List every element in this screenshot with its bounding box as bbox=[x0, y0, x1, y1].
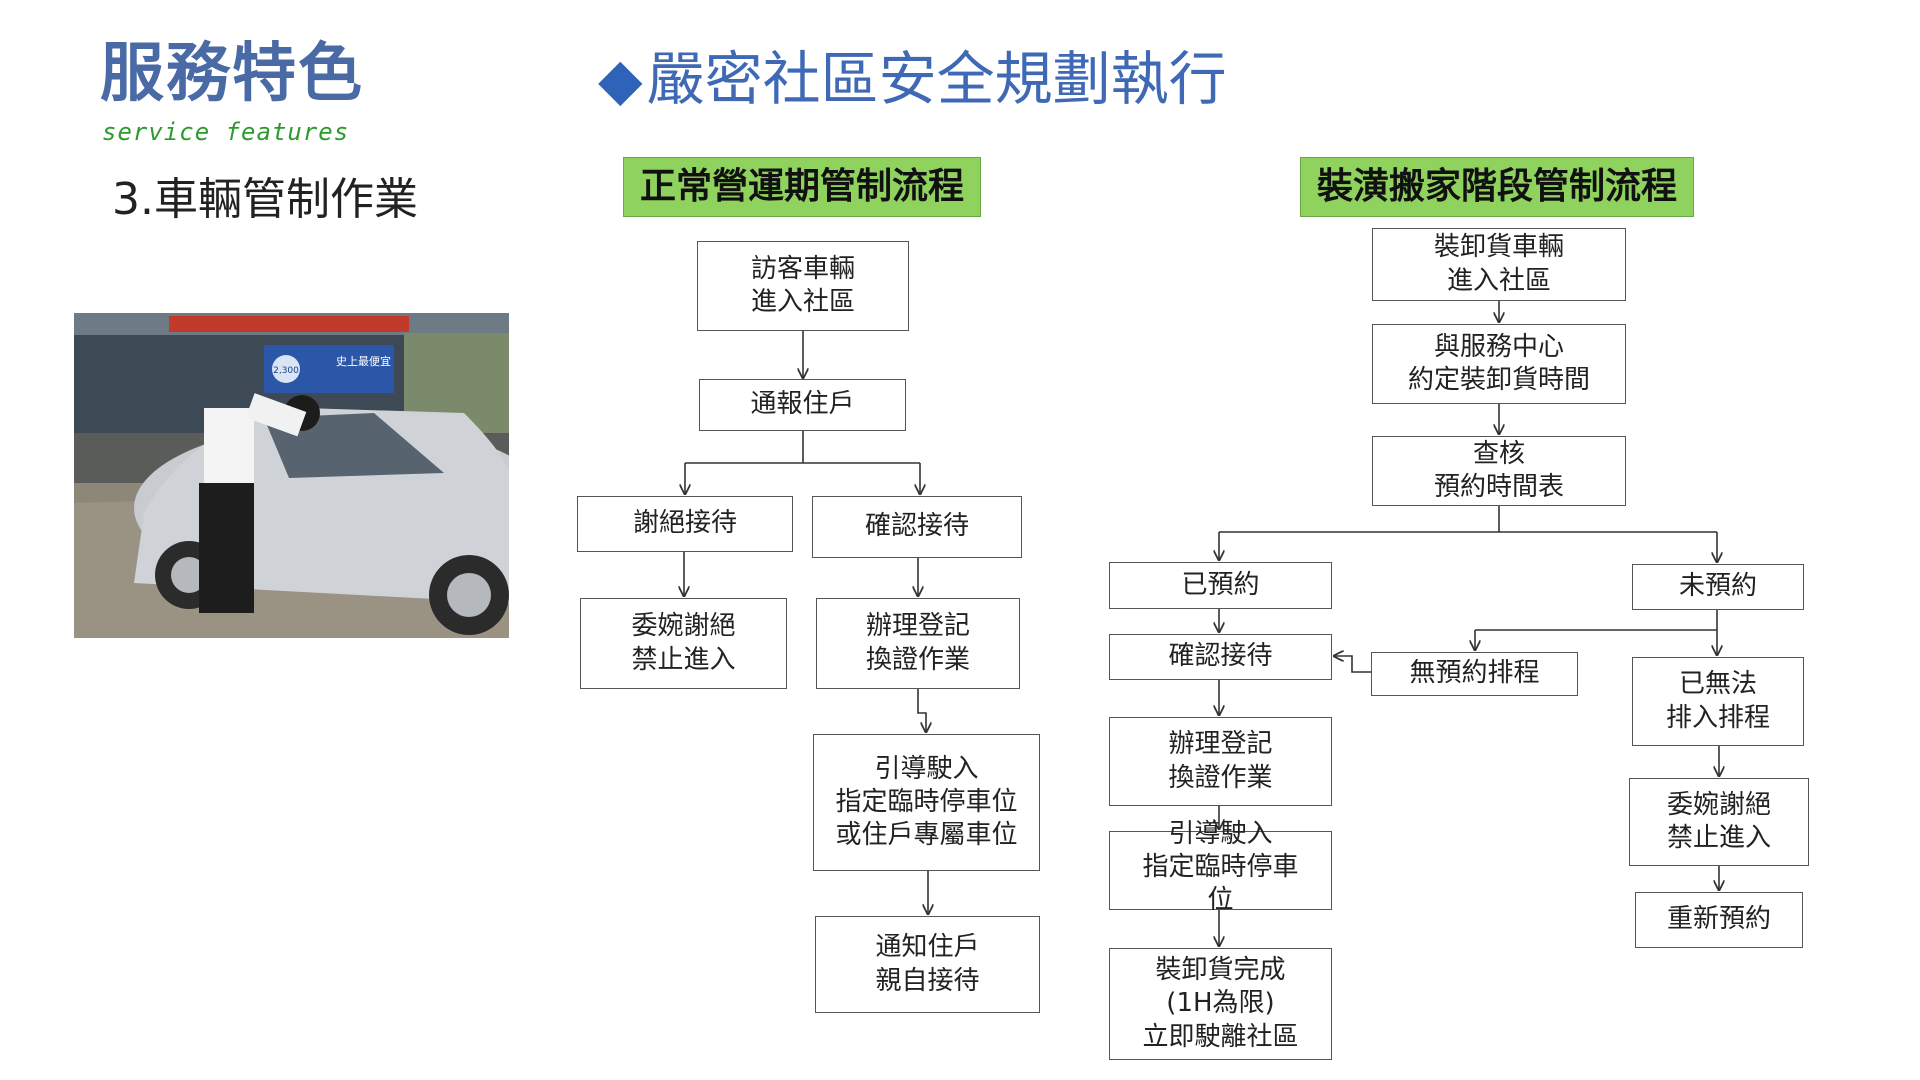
box-moving-confirm: 確認接待 bbox=[1109, 634, 1332, 680]
main-heading-text: 嚴密社區安全規劃執行 bbox=[646, 45, 1227, 113]
box-not-reserved: 未預約 bbox=[1632, 564, 1804, 610]
box-line: 進入社區 bbox=[750, 287, 855, 317]
box-line: 通知住戶 bbox=[875, 932, 980, 963]
box-line: 查核 bbox=[1472, 438, 1525, 469]
box-line: 辦理登記 bbox=[865, 611, 970, 642]
box-line: 無預約排程 bbox=[1409, 658, 1540, 689]
sign-text: 史上最便宜 bbox=[336, 354, 391, 368]
box-line: 排入排程 bbox=[1665, 702, 1770, 733]
box-unload-done: 裝卸貨完成 (1H為限) 立即駛離社區 bbox=[1109, 948, 1332, 1060]
box-line: 已預約 bbox=[1181, 569, 1260, 600]
box-line: 辦理登記 bbox=[1168, 729, 1273, 760]
box-register: 辦理登記 換證作業 bbox=[816, 598, 1020, 689]
box-line: 換證作業 bbox=[1168, 762, 1273, 793]
box-line: 委婉謝絕 bbox=[631, 611, 736, 642]
box-line: 預約時間表 bbox=[1433, 472, 1564, 502]
box-visitor-enter: 訪客車輛 進入社區 bbox=[697, 241, 909, 331]
box-line: 裝卸貨車輛 bbox=[1433, 232, 1564, 263]
sign-price: 2,300 bbox=[273, 366, 299, 376]
box-line: 未預約 bbox=[1678, 571, 1757, 602]
box-line: 進入社區 bbox=[1446, 265, 1551, 296]
box-line: 確認接待 bbox=[1168, 641, 1273, 672]
box-reserved: 已預約 bbox=[1109, 562, 1332, 609]
box-line: 禁止進入 bbox=[1666, 823, 1771, 853]
box-moving-guide: 引導駛入 指定臨時停車 位 bbox=[1109, 819, 1332, 915]
box-line: 位 bbox=[1207, 884, 1234, 915]
box-line: 重新預約 bbox=[1666, 904, 1771, 935]
photo-guard-checking-car: 2,300 史上最便宜 bbox=[74, 313, 509, 638]
normal-flow-header: 正常營運期管制流程 bbox=[623, 157, 981, 217]
box-line: 指定臨時停車 bbox=[1142, 851, 1299, 882]
box-line: 與服務中心 bbox=[1433, 331, 1564, 362]
box-line: 約定裝卸貨時間 bbox=[1407, 365, 1590, 395]
box-moving-register: 辦理登記 換證作業 bbox=[1109, 717, 1332, 806]
box-line: 指定臨時停車位 bbox=[835, 786, 1018, 817]
box-line: (1H為限) bbox=[1166, 988, 1275, 1019]
diamond-bullet-icon: ◆ bbox=[598, 45, 643, 113]
brand-title: 服務特色 bbox=[100, 37, 364, 111]
box-line: 訪客車輛 bbox=[750, 253, 855, 284]
box-line: 確認接待 bbox=[864, 511, 969, 542]
box-no-reservation: 無預約排程 bbox=[1371, 652, 1578, 696]
box-line: 謝絕接待 bbox=[632, 508, 737, 539]
box-decline: 謝絕接待 bbox=[577, 496, 793, 552]
box-moving-polite-decline: 委婉謝絕 禁止進入 bbox=[1629, 778, 1809, 866]
box-schedule-time: 與服務中心 約定裝卸貨時間 bbox=[1372, 324, 1626, 404]
box-notify-self: 通知住戶 親自接待 bbox=[815, 916, 1040, 1013]
box-cannot-schedule: 已無法 排入排程 bbox=[1632, 657, 1804, 746]
box-line: 親自接待 bbox=[875, 965, 980, 996]
box-line: 或住戶專屬車位 bbox=[835, 820, 1018, 851]
box-line: 引導駛入 bbox=[874, 753, 979, 784]
box-confirm: 確認接待 bbox=[812, 496, 1022, 558]
box-notify-resident: 通報住戶 bbox=[699, 379, 906, 431]
brand-subtitle: service features bbox=[102, 118, 350, 146]
box-guide-park: 引導駛入 指定臨時停車位 或住戶專屬車位 bbox=[813, 734, 1040, 871]
box-check-timetable: 查核 預約時間表 bbox=[1372, 436, 1626, 506]
box-line: 禁止進入 bbox=[631, 644, 736, 675]
box-line: 通報住戶 bbox=[750, 389, 855, 420]
box-line: 換證作業 bbox=[865, 644, 970, 675]
box-rebook: 重新預約 bbox=[1635, 892, 1803, 948]
box-line: 委婉謝絕 bbox=[1666, 789, 1771, 820]
box-line: 引導駛入 bbox=[1168, 819, 1273, 849]
moving-flow-header: 裝潢搬家階段管制流程 bbox=[1300, 157, 1694, 217]
box-line: 立即駛離社區 bbox=[1142, 1021, 1299, 1052]
box-line: 已無法 bbox=[1678, 669, 1757, 700]
box-truck-enter: 裝卸貨車輛 進入社區 bbox=[1372, 228, 1626, 301]
box-polite-decline: 委婉謝絕 禁止進入 bbox=[580, 598, 787, 689]
box-line: 裝卸貨完成 bbox=[1155, 955, 1286, 986]
main-heading: ◆嚴密社區安全規劃執行 bbox=[598, 50, 1227, 108]
section-title: 3.車輛管制作業 bbox=[112, 174, 418, 225]
